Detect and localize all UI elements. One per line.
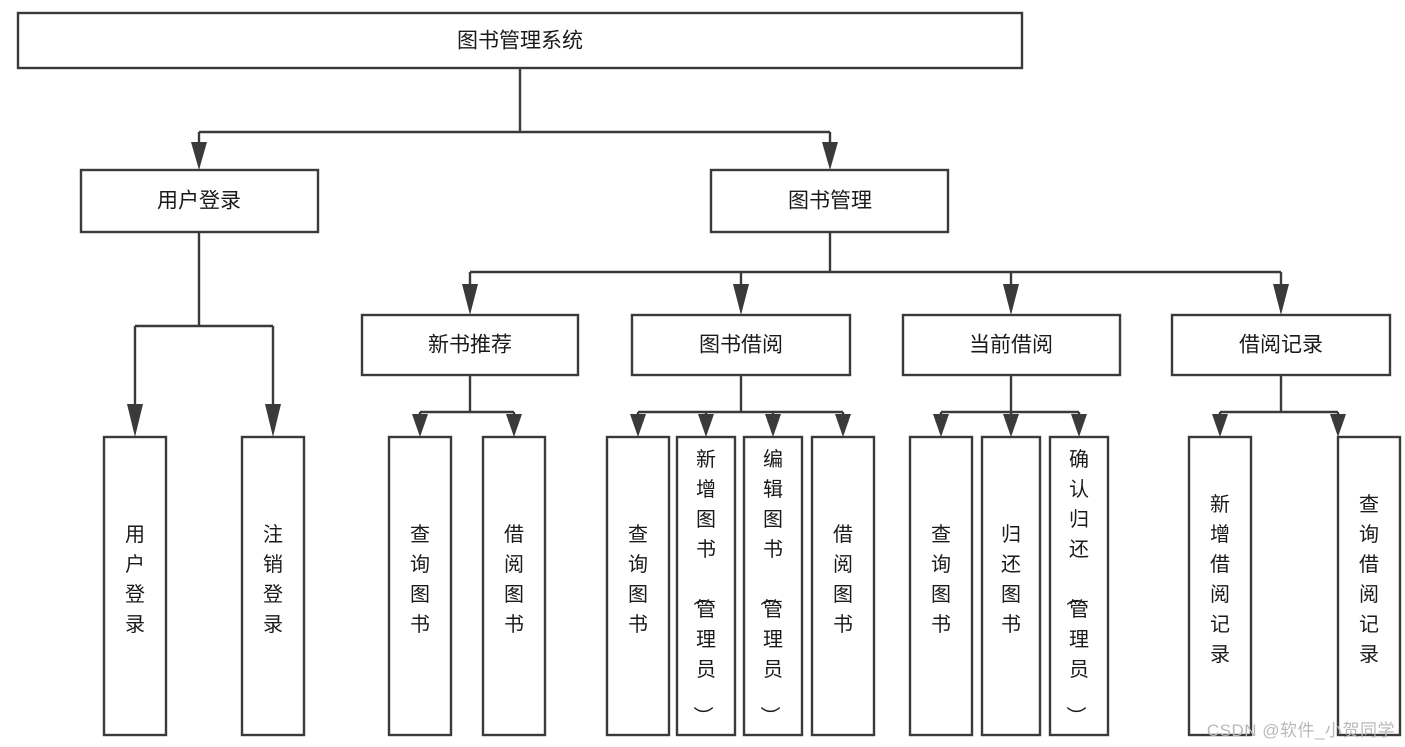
leaf-confirm-return-admin-box[interactable] xyxy=(1048,435,1110,737)
leaf-borrow-book-newbook-box[interactable] xyxy=(481,435,547,737)
connector-layer xyxy=(127,68,1346,437)
leaf-confirm-return-admin[interactable]: 确认归还（管理员） xyxy=(1048,435,1110,737)
arrow-to-leaf-query-book-2 xyxy=(630,414,646,437)
leaf-return-book[interactable]: 归还图书 xyxy=(980,435,1042,737)
node-user-login[interactable]: 用户登录 xyxy=(79,168,320,234)
leaf-query-book-borrow-box[interactable] xyxy=(605,435,671,737)
leaf-query-book-current[interactable]: 查询图书 xyxy=(908,435,974,737)
leaf-user-login[interactable]: 用户登录 xyxy=(102,435,168,737)
leaf-edit-book-admin[interactable]: 编辑图书（管理员） xyxy=(742,435,804,737)
leaf-borrow-book-borrow-label: 借阅图书 xyxy=(833,523,853,636)
leaf-borrow-book-newbook[interactable]: 借阅图书 xyxy=(481,435,547,737)
leaf-add-book-admin[interactable]: 新增图书（管理员） xyxy=(675,435,737,737)
leaf-return-book-box[interactable] xyxy=(980,435,1042,737)
node-book-borrow-label: 图书借阅 xyxy=(699,334,783,357)
leaf-user-login-label: 用户登录 xyxy=(125,524,145,636)
arrow-to-leaf-query-book-1 xyxy=(412,414,428,437)
leaf-logout-label: 注销登录 xyxy=(263,523,283,636)
node-new-book-recommend[interactable]: 新书推荐 xyxy=(360,313,580,377)
leaf-return-book-label: 归还图书 xyxy=(1001,523,1021,636)
arrow-to-book-borrow xyxy=(733,284,749,315)
arrow-to-leaf-add-record xyxy=(1212,414,1228,437)
arrow-to-leaf-query-record xyxy=(1330,414,1346,437)
leaf-query-borrow-record-label: 查询借阅记录 xyxy=(1359,493,1379,666)
node-new-book-recommend-box[interactable] xyxy=(360,313,580,377)
leaf-logout[interactable]: 注销登录 xyxy=(240,435,306,737)
node-borrow-record-box[interactable] xyxy=(1170,313,1392,377)
leaf-query-book-newbook-label: 查询图书 xyxy=(410,523,430,636)
arrow-to-current-borrow xyxy=(1003,284,1019,315)
leaf-query-book-borrow[interactable]: 查询图书 xyxy=(605,435,671,737)
leaf-query-borrow-record-box[interactable] xyxy=(1336,435,1402,737)
arrow-to-leaf-query-book-3 xyxy=(933,414,949,437)
node-current-borrow[interactable]: 当前借阅 xyxy=(901,313,1122,377)
leaf-edit-book-admin-box[interactable] xyxy=(742,435,804,737)
node-user-login-box[interactable] xyxy=(79,168,320,234)
node-current-borrow-box[interactable] xyxy=(901,313,1122,377)
arrow-to-book-mgmt xyxy=(822,142,838,170)
leaf-add-borrow-record-box[interactable] xyxy=(1187,435,1253,737)
node-book-management-box[interactable] xyxy=(709,168,950,234)
leaf-add-borrow-record[interactable]: 新增借阅记录 xyxy=(1187,435,1253,737)
node-user-login-label: 用户登录 xyxy=(157,190,241,213)
leaf-query-book-newbook-box[interactable] xyxy=(387,435,453,737)
leaf-query-book-borrow-label: 查询图书 xyxy=(628,523,648,636)
node-root[interactable]: 图书管理系统 xyxy=(16,11,1024,70)
arrow-to-borrow-record xyxy=(1273,284,1289,315)
arrow-to-new-book-rec xyxy=(462,284,478,315)
leaf-add-borrow-record-label: 新增借阅记录 xyxy=(1210,493,1230,666)
arrow-to-leaf-confirm-return xyxy=(1071,414,1087,437)
node-new-book-recommend-label: 新书推荐 xyxy=(428,334,512,357)
arrow-to-leaf-borrow-book-1 xyxy=(506,414,522,437)
leaf-borrow-book-borrow[interactable]: 借阅图书 xyxy=(810,435,876,737)
leaf-add-book-admin-box[interactable] xyxy=(675,435,737,737)
leaf-add-book-admin-label: 新增图书（管理员） xyxy=(691,448,716,726)
arrow-to-leaf-add-book xyxy=(698,414,714,437)
node-book-borrow[interactable]: 图书借阅 xyxy=(630,313,852,377)
arrow-to-leaf-logout xyxy=(265,404,281,437)
leaf-borrow-book-newbook-label: 借阅图书 xyxy=(504,523,524,636)
node-book-management-label: 图书管理 xyxy=(788,190,872,213)
node-borrow-record-label: 借阅记录 xyxy=(1239,334,1323,357)
arrow-to-leaf-user-login xyxy=(127,404,143,437)
arrow-to-leaf-borrow-book-2 xyxy=(835,414,851,437)
node-root-label: 图书管理系统 xyxy=(457,30,583,53)
node-book-borrow-box[interactable] xyxy=(630,313,852,377)
node-root-box[interactable] xyxy=(16,11,1024,70)
node-current-borrow-label: 当前借阅 xyxy=(969,334,1053,357)
leaf-borrow-book-borrow-box[interactable] xyxy=(810,435,876,737)
node-book-management[interactable]: 图书管理 xyxy=(709,168,950,234)
node-borrow-record[interactable]: 借阅记录 xyxy=(1170,313,1392,377)
leaf-edit-book-admin-label: 编辑图书（管理员） xyxy=(758,448,783,726)
arrow-to-leaf-edit-book xyxy=(765,414,781,437)
leaf-user-login-box[interactable] xyxy=(102,435,168,737)
arrow-to-user-login xyxy=(191,142,207,170)
leaf-query-book-current-label: 查询图书 xyxy=(931,523,951,636)
leaf-query-book-current-box[interactable] xyxy=(908,435,974,737)
leaf-query-book-newbook[interactable]: 查询图书 xyxy=(387,435,453,737)
arrow-to-leaf-return-book xyxy=(1003,414,1019,437)
leaf-query-borrow-record[interactable]: 查询借阅记录 xyxy=(1336,435,1402,737)
leaf-confirm-return-admin-label: 确认归还（管理员） xyxy=(1064,448,1089,726)
leaf-logout-box[interactable] xyxy=(240,435,306,737)
csdn-watermark: CSDN @软件_小贺同学 xyxy=(1206,721,1395,740)
